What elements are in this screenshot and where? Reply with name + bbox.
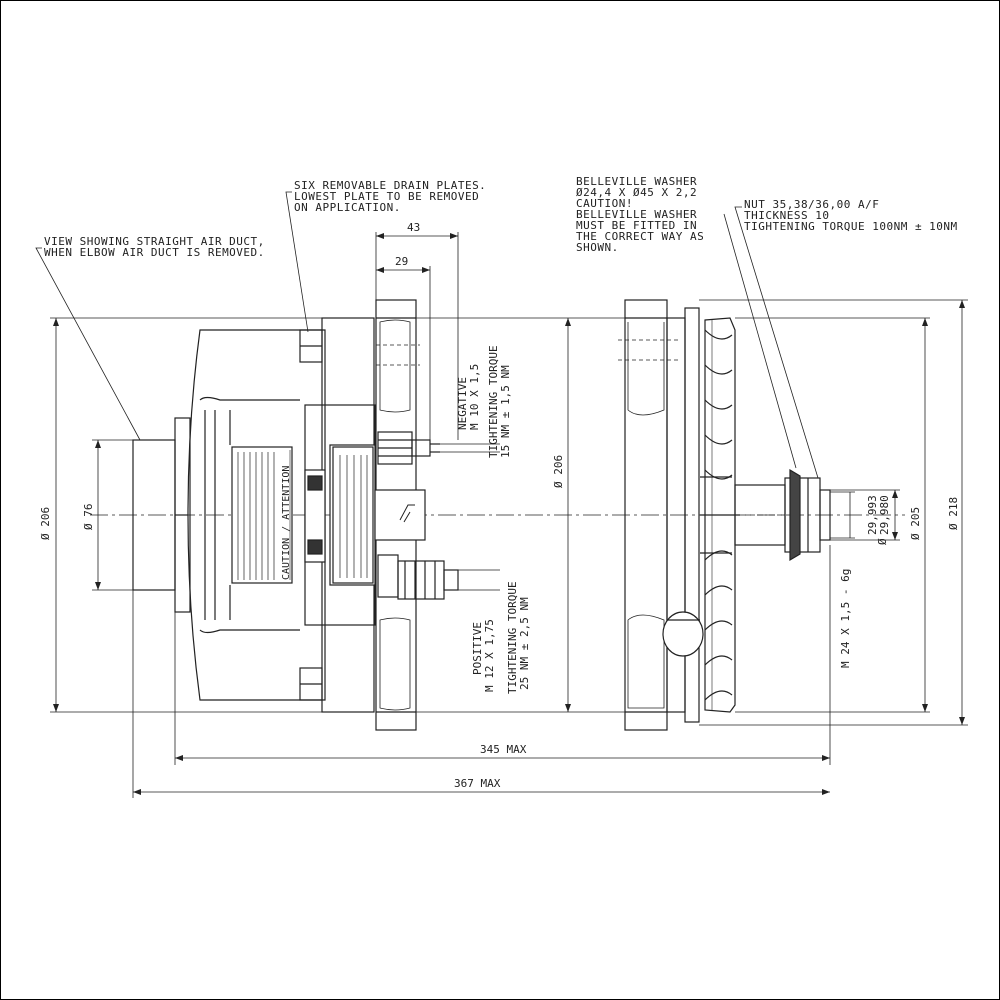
- fan: [704, 317, 736, 713]
- negative-torque-title: TIGHTENING TORQUE: [487, 345, 500, 458]
- dim-thread: M 24 X 1,5 - 6g: [839, 568, 852, 668]
- dim-dia-206-mid: Ø 206: [552, 454, 565, 488]
- rear-housing: [132, 329, 326, 701]
- caution-label-title: CAUTION / ATTENTION: [281, 465, 292, 580]
- dim-dia-76: Ø 76: [82, 503, 95, 531]
- drive-end-housing: [618, 299, 700, 731]
- shaft: [734, 468, 831, 562]
- air-duct: [132, 439, 176, 591]
- oil-cap: [662, 611, 704, 657]
- belleville-washer-note: BELLEVILLE WASHER Ø24,4 X Ø45 X 2,2 CAUT…: [576, 175, 705, 254]
- positive-torque: 25 NM ± 2,5 NM: [518, 597, 531, 690]
- dim-dia-218: Ø 218: [947, 496, 960, 530]
- caution-plate: [231, 446, 293, 584]
- positive-thread: M 12 X 1,75: [483, 619, 496, 692]
- negative-thread: M 10 X 1,5: [468, 363, 481, 430]
- negative-torque: 15 NM ± 1,5 NM: [499, 365, 512, 458]
- dim-shaft-prefix: Ø: [876, 538, 889, 545]
- dim-dia-205: Ø 205: [909, 506, 922, 540]
- nut-note: NUT 35,38/36,00 A/F THICKNESS 10 TIGHTEN…: [744, 198, 958, 233]
- arrowheads: [53, 233, 965, 795]
- negative-title: NEGATIVE: [456, 377, 469, 430]
- fan-bolts: [700, 476, 740, 554]
- positive-title: POSITIVE: [471, 622, 484, 675]
- dim-29: 29: [395, 255, 409, 268]
- dim-43: 43: [407, 221, 421, 234]
- note-leaders: [35, 191, 819, 479]
- dim-367-max: 367 MAX: [452, 777, 503, 790]
- rating-plate: [332, 446, 374, 584]
- drain-plates-note: SIX REMOVABLE DRAIN PLATES. LOWEST PLATE…: [294, 179, 487, 214]
- air-duct-note: VIEW SHOWING STRAIGHT AIR DUCT, WHEN ELB…: [44, 235, 265, 259]
- positive-torque-title: TIGHTENING TORQUE: [506, 581, 519, 694]
- dim-shaft-lower: 29,980: [878, 495, 891, 535]
- dim-shaft-upper: 29,993: [866, 495, 879, 535]
- negative-terminal: [377, 431, 440, 465]
- dim-dia-206-left: Ø 206: [39, 506, 52, 540]
- dim-345-max: 345 MAX: [478, 743, 529, 756]
- positive-terminal: [377, 554, 459, 600]
- connector-block: [304, 469, 426, 563]
- belleville-washer: [789, 468, 801, 562]
